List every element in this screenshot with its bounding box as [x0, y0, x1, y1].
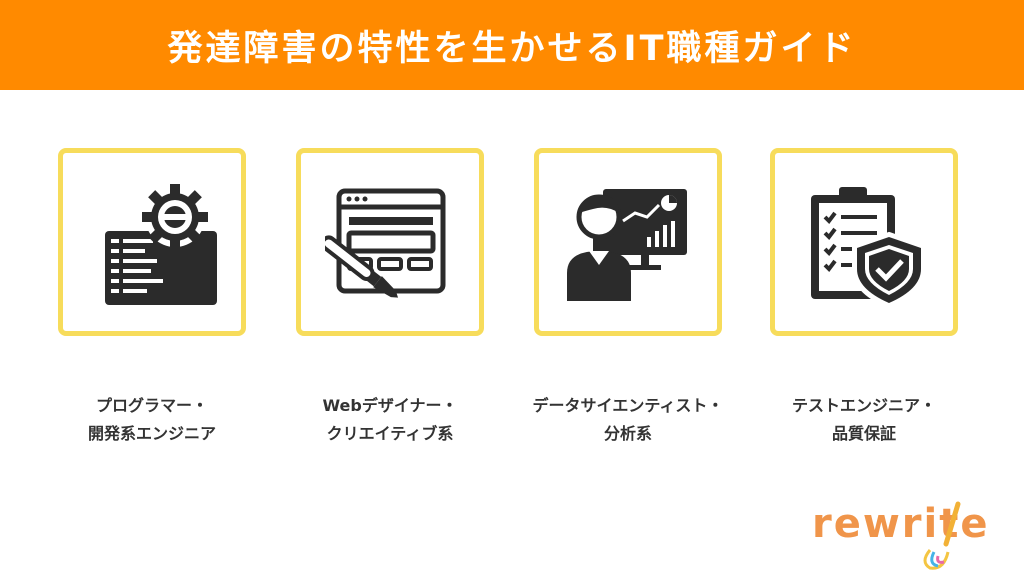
- clipboard-checklist-shield-icon: [811, 187, 926, 307]
- data-analyst-person-screen-icon: [567, 189, 687, 301]
- developer-gear-code-icon: [105, 184, 217, 305]
- card-test-engineer: [770, 148, 958, 336]
- label-test-engineer: テストエンジニア・ 品質保証: [791, 396, 936, 443]
- card-programmer: [58, 148, 246, 336]
- page-title: 発達障害の特性を生かせるIT職種ガイド: [167, 28, 857, 69]
- label-programmer: プログラマー・ 開発系エンジニア: [87, 396, 216, 443]
- pencil-swirl-icon: [923, 501, 961, 570]
- label-web-designer: Webデザイナー・ クリエイティブ系: [322, 396, 458, 443]
- header-banner: 発達障害の特性を生かせるIT職種ガイド: [0, 0, 1024, 90]
- card-web-designer: [296, 148, 484, 336]
- web-design-brush-icon: [325, 188, 446, 298]
- rewrite-logo: rewrite: [812, 500, 1012, 570]
- label-data-scientist: データサイエンティスト・ 分析系: [532, 396, 724, 443]
- card-data-scientist: [534, 148, 722, 336]
